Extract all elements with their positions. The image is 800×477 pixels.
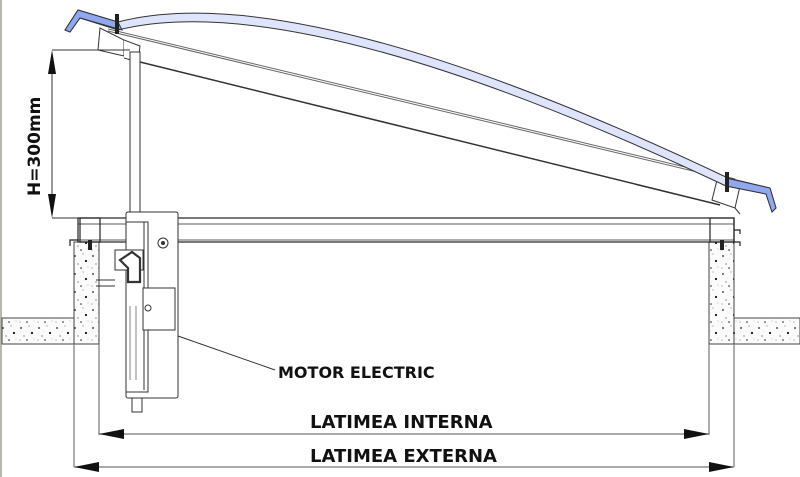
roof-slab-left [1,317,75,345]
fixing-screws [88,240,724,250]
arrow-right-icon [709,462,734,472]
internal-width-dimension [99,429,709,439]
roof-slab-right [732,317,800,345]
arrow-right-icon [684,429,709,439]
external-width-dimension [74,462,734,472]
actuator-rod [129,51,141,221]
electric-motor [96,211,179,413]
height-label: H=300mm [25,97,45,196]
height-dimension [48,49,130,219]
concrete-curb-left [73,241,100,345]
arrow-up-icon [48,50,56,74]
arrow-down-icon [48,194,56,218]
internal-width-label: LATIMEA INTERNA [310,412,493,433]
upstand-frame [69,217,741,246]
left-border [0,0,2,477]
arrow-left-icon [74,462,99,472]
external-width-label: LATIMEA EXTERNA [310,446,497,467]
dome-cover [64,9,777,213]
motor-label: MOTOR ELECTRIC [278,363,435,382]
concrete-curb-right [708,241,735,345]
arrow-left-icon [99,429,124,439]
motor-leader-line [177,335,276,371]
